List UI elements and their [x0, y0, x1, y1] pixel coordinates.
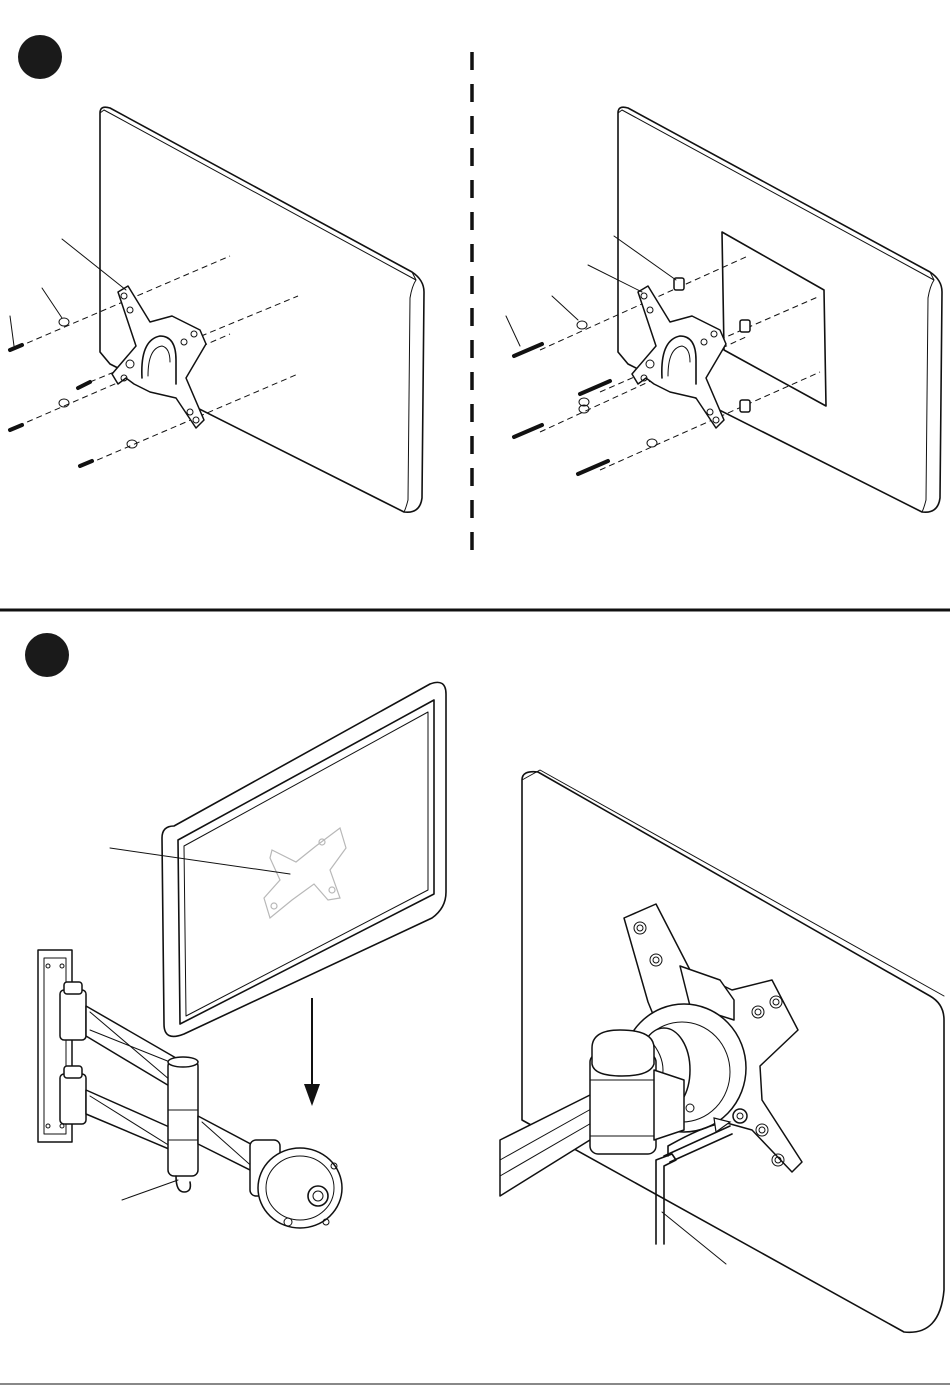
vesa-bracket-left	[112, 286, 206, 428]
monitor-back-left	[100, 107, 424, 512]
monitor-back-right	[618, 107, 942, 512]
callout-leaders-left	[10, 239, 126, 346]
callout-leader-ghost	[110, 848, 290, 874]
hex-key	[656, 1126, 732, 1244]
down-arrow	[304, 998, 320, 1106]
callout-leader-hex	[662, 1212, 726, 1264]
hardware-right	[514, 321, 657, 474]
step-badge-1	[18, 35, 62, 79]
monitor-front	[162, 682, 446, 1036]
vesa-bracket-right	[632, 286, 726, 428]
callout-leader-hook	[122, 1180, 178, 1200]
hardware-left	[10, 318, 137, 466]
step-badge-2	[25, 633, 69, 677]
swing-arm	[38, 950, 342, 1228]
